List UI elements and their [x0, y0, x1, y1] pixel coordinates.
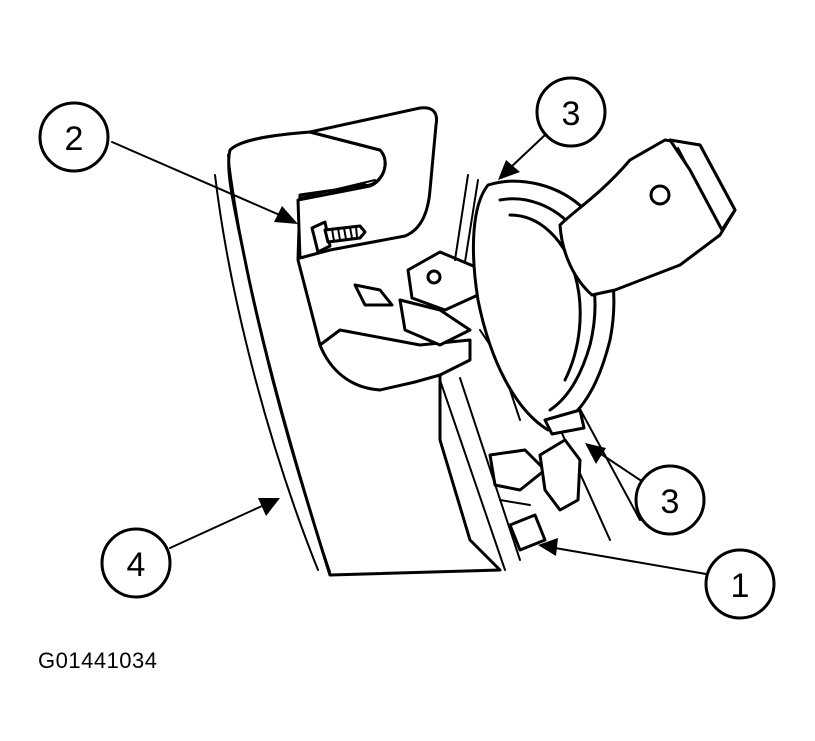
screw: [310, 220, 367, 254]
lower-mechanism: [488, 438, 582, 552]
svg-text:3: 3: [661, 483, 680, 521]
callout-3-upper: 3: [535, 76, 607, 148]
seat-belt-buckle: [558, 138, 737, 297]
callout-3-lower: 3: [634, 464, 706, 536]
callout-4: 4: [100, 527, 172, 599]
svg-text:1: 1: [731, 567, 750, 605]
leader-arrows: [111, 134, 707, 575]
callout-2: 2: [38, 101, 110, 173]
figure-code: G01441034: [38, 648, 158, 673]
buckle-bracket: [318, 250, 480, 392]
svg-text:2: 2: [65, 120, 84, 158]
callout-1: 1: [704, 548, 776, 620]
svg-text:4: 4: [127, 546, 146, 584]
svg-text:3: 3: [562, 95, 581, 133]
upper-trim-cover: [296, 106, 439, 260]
